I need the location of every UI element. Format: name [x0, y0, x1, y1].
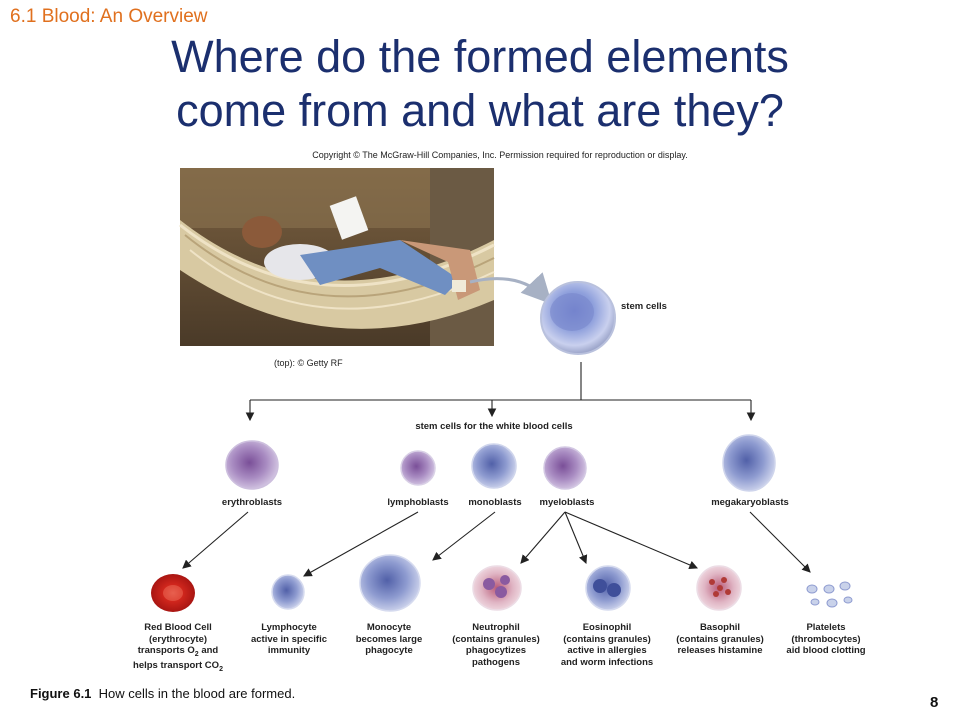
monoblast-cell	[471, 443, 517, 489]
myeloblast-cell	[543, 446, 587, 490]
neutrophil-cell	[472, 565, 522, 611]
desc-platelets: Platelets (thrombocytes) aid blood clott…	[786, 622, 866, 656]
desc-lymphocyte: Lymphocyte active in specific immunity	[250, 622, 328, 656]
basophil-cell	[696, 565, 742, 611]
label-megakaryoblasts: megakaryoblasts	[711, 497, 789, 508]
platelets-cells	[806, 581, 853, 608]
megakaryoblast-cell	[722, 434, 776, 492]
page-number: 8	[930, 694, 939, 711]
label-lymphoblasts: lymphoblasts	[387, 497, 449, 508]
copyright-notice: Copyright © The McGraw-Hill Companies, I…	[312, 150, 688, 160]
section-heading: 6.1 Blood: An Overview	[10, 6, 208, 27]
desc-monocyte: Monocyte becomes large phagocyte	[355, 622, 423, 656]
red-blood-cell	[151, 574, 195, 612]
label-wbc-stem-cells: stem cells for the white blood cells	[415, 421, 573, 432]
desc-basophil: Basophil (contains granules) releases hi…	[676, 622, 764, 656]
erythroblast-cell	[225, 440, 279, 490]
figure-caption-text: How cells in the blood are formed.	[98, 686, 296, 701]
monocyte-cell	[359, 554, 421, 612]
slide-title: Where do the formed elements come from a…	[0, 30, 960, 138]
title-line-1: Where do the formed elements	[171, 31, 789, 82]
figure-number: Figure 6.1	[30, 686, 92, 701]
stem-cell	[540, 281, 616, 355]
photo-to-stem-arrow	[469, 272, 553, 305]
label-erythroblasts: erythroblasts	[221, 497, 283, 508]
label-stem-cells: stem cells	[621, 301, 667, 312]
photo-credit: (top): © Getty RF	[274, 358, 343, 368]
label-monoblasts: monoblasts	[468, 497, 522, 508]
title-line-2: come from and what are they?	[176, 85, 784, 136]
tree-connectors	[182, 362, 811, 577]
figure-caption: Figure 6.1 How cells in the blood are fo…	[30, 686, 295, 701]
lymphoblast-cell	[400, 450, 436, 486]
desc-red-blood-cell: Red Blood Cell (erythrocyte) transports …	[133, 622, 223, 674]
hammock-photo	[179, 168, 495, 346]
lymphocyte-cell	[271, 574, 305, 610]
desc-eosinophil: Eosinophil (contains granules) active in…	[560, 622, 654, 668]
desc-neutrophil: Neutrophil (contains granules) phagocyti…	[452, 622, 540, 668]
label-myeloblasts: myeloblasts	[539, 497, 595, 508]
eosinophil-cell	[585, 565, 631, 611]
